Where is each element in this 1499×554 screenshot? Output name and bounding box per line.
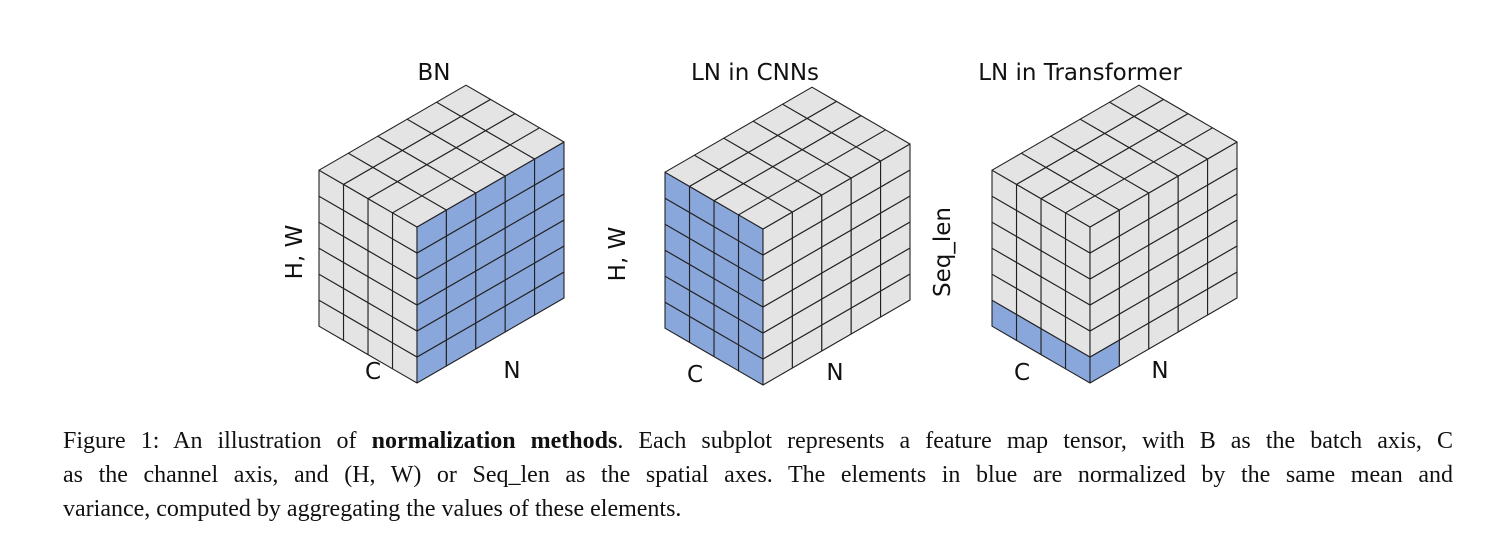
cube-cell-top (436, 84, 492, 117)
axis-label-c: C (687, 362, 703, 388)
cube-cell-top (1109, 84, 1165, 117)
caption-line-3: variance, computed by aggregating the va… (63, 496, 682, 522)
caption-line-1-rest: . Each subplot represents a feature map … (617, 428, 1453, 454)
normalization-figure: BN H, W C N LN in CNNs H, W C N LN in Tr… (282, 60, 1238, 388)
panel-ln-transformer: LN in Transformer Seq_len C N (930, 60, 1238, 386)
figure-caption: Figure 1: An illustration of normalizati… (63, 424, 1453, 526)
axis-label-seq-len: Seq_len (930, 207, 956, 297)
caption-line-2: as the channel axis, and (H, W) or Seq_l… (63, 462, 1453, 488)
caption-prefix: Figure 1: An illustration of (63, 428, 372, 454)
caption-bold-term: normalization methods (371, 428, 618, 454)
panel-title-ln-cnns: LN in CNNs (691, 60, 819, 86)
panel-bn: BN H, W C N (282, 60, 565, 385)
cube-ln-cnns (664, 86, 911, 386)
panel-title-bn: BN (418, 60, 451, 86)
axis-label-n: N (826, 360, 843, 386)
cube-bn (318, 84, 565, 384)
axis-label-n: N (1151, 358, 1168, 384)
panel-ln-cnns: LN in CNNs H, W C N (605, 60, 911, 388)
axis-label-c: C (365, 359, 381, 385)
axis-label-n: N (503, 358, 520, 384)
axis-label-hw: H, W (282, 225, 308, 280)
cube-ln-transformer (991, 84, 1238, 384)
axis-label-c: C (1014, 360, 1030, 386)
panel-title-ln-transformer: LN in Transformer (978, 60, 1182, 86)
axis-label-hw: H, W (605, 227, 631, 282)
caption-line-1: Figure 1: An illustration of normalizati… (63, 424, 1453, 458)
cube-cell-top (782, 86, 838, 119)
